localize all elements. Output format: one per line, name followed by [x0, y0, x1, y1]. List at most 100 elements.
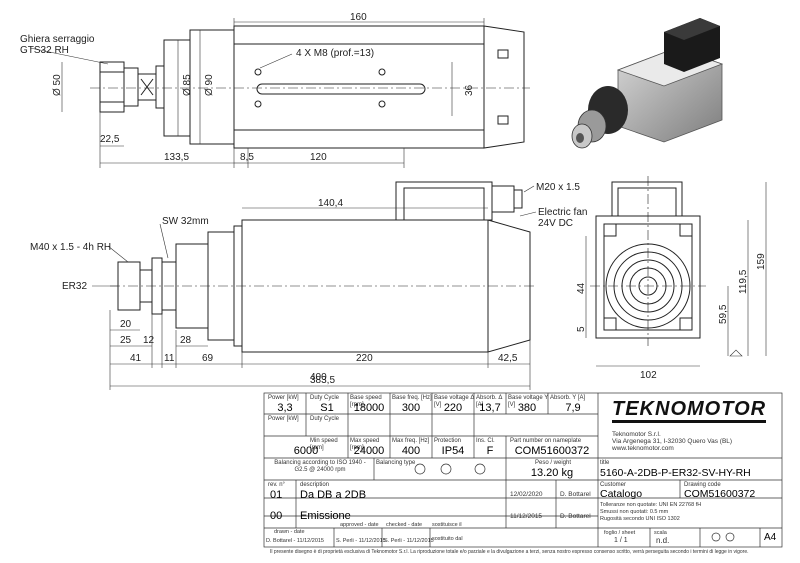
checked-value: S. Perli - 11/12/2015 [384, 538, 434, 544]
dim-159: 159 [756, 253, 767, 270]
dim-holes: 4 X M8 (prof.=13) [296, 48, 374, 59]
dim-44: 44 [576, 282, 587, 294]
dim-400: 400 [310, 372, 327, 383]
format-value: A4 [764, 532, 777, 543]
spec1-v2: 18000 [353, 402, 385, 414]
drawn-label: drawn - date [274, 529, 305, 535]
desc-header: description [300, 482, 330, 488]
spec2-h1: Duty Cycle [310, 416, 340, 422]
dim-12: 12 [143, 335, 155, 346]
company-address: Via Argenega 31, I-32030 Quero Vas (BL) [612, 438, 733, 445]
dim-102: 102 [640, 370, 657, 381]
dim-d90: Ø 90 [204, 74, 215, 96]
replaces-label: sostituisce il [432, 522, 462, 528]
company-web: www.teknomotor.com [612, 445, 674, 452]
balancing-label: Balancing according to ISO 1940 - G2.5 @… [274, 460, 366, 473]
tolerance-2: Smussi non quotati: 0.5 mm [600, 509, 669, 515]
rev-01-by: D. Bottarel [560, 491, 591, 498]
dim-25: 25 [120, 335, 132, 346]
footer-notice: Il presente disegno è di proprietà esclu… [270, 549, 749, 555]
spec1-h6: Base voltage Y [V] [508, 395, 549, 408]
spec2-v3: 24000 [353, 445, 385, 457]
spec2-h4: Max freq. [Hz] [392, 438, 430, 444]
spec1-v1: S1 [320, 402, 334, 414]
tolerance-3: Rugosità secondo UNI ISO 1302 [600, 516, 680, 522]
spec1-v5: 13,7 [479, 402, 501, 414]
spindle-3d-render [571, 18, 724, 149]
scale-value: n.d. [656, 536, 670, 545]
side-view [110, 181, 536, 353]
rev-00-by: D. Bottarel [560, 513, 591, 520]
weight-label: Peso / weight [534, 460, 572, 466]
company-logo: TEKNOMOTOR [612, 398, 767, 423]
title-block-grid [263, 392, 783, 548]
front-view [590, 176, 706, 346]
label-fan-line1: Electric fan [538, 207, 587, 218]
rev-00-date: 11/12/2015 [510, 513, 543, 520]
drawing-code-label: Drawing code [684, 482, 721, 488]
spec2-h7: Part number on nameplate [510, 438, 582, 444]
spec2-h0: Power [kW] [268, 416, 299, 422]
spec2-v6: F [486, 445, 494, 457]
dim-22-5: 22,5 [100, 134, 120, 145]
checked-label: checked - date [386, 522, 423, 528]
spec1-h3: Base freq. [Hz] [392, 395, 432, 401]
dim-160: 160 [350, 12, 367, 23]
approved-label: approved - date [340, 522, 379, 528]
spec1-h1: Duty Cycle [310, 395, 340, 401]
top-view [90, 25, 530, 149]
scale-label: scala [654, 530, 667, 536]
sheet-value: 1 / 1 [614, 537, 628, 544]
spec1-h5: Absorb. Δ [A] [476, 395, 503, 408]
drawing-code-value: COM51600372 [684, 488, 756, 500]
dim-8-5: 8,5 [240, 152, 254, 163]
customer-value: Catalogo [600, 488, 643, 500]
label-fan-line2: 24V DC [538, 218, 573, 229]
dim-5: 5 [576, 326, 587, 332]
dim-220: 220 [356, 353, 373, 364]
dim-120: 120 [310, 152, 327, 163]
dim-d50: Ø 50 [52, 74, 63, 96]
customer-label: Customer [600, 482, 627, 488]
dim-36: 36 [464, 84, 475, 96]
rev-00-desc: Emissione [300, 510, 351, 522]
rev-00: 00 [270, 510, 283, 522]
spec1-v0: 3,3 [277, 402, 293, 414]
rev-01-desc: Da DB a 2DB [300, 489, 367, 501]
spec2-h6: Ins. Cl. [476, 438, 495, 444]
replaced-label: sostituito dal [432, 536, 463, 542]
dim-133-5: 133,5 [164, 152, 189, 163]
dim-28: 28 [180, 335, 192, 346]
company-name: Teknomotor S.r.l. [612, 431, 661, 438]
label-m40: M40 x 1.5 - 4h RH [30, 242, 111, 253]
rev-header: rev. n° [268, 482, 285, 488]
spec2-h2: Min speed [rpm] [310, 438, 338, 451]
approved-value: S. Perli - 11/12/2015 [336, 538, 386, 544]
dim-119-5: 119,5 [738, 269, 749, 294]
spec1-h0: Power [kW] [268, 395, 299, 401]
label-er32: ER32 [62, 281, 87, 292]
spec2-h5: Protection [434, 438, 462, 444]
sheet-label: foglio / sheet [604, 530, 636, 536]
spec1-h7: Absorb. Y [A] [550, 395, 586, 401]
spec2-v7: COM51600372 [514, 445, 590, 457]
spec2-v5: IP54 [441, 445, 465, 457]
dim-d85: Ø 85 [182, 74, 193, 96]
dim-140-4: 140,4 [318, 198, 343, 209]
title-value: 5160-A-2DB-P-ER32-SV-HY-RH [600, 467, 751, 479]
dim-59-5: 59,5 [718, 304, 729, 324]
dim-11: 11 [164, 353, 175, 364]
label-m20: M20 x 1.5 [536, 182, 580, 193]
spec1-v7: 7,9 [565, 402, 581, 414]
drawn-value: D. Bottarel - 11/12/2015 [266, 538, 324, 544]
spec2-v2: 6000 [293, 445, 319, 457]
dim-383-5: 383,5 [310, 375, 335, 386]
spec1-v4: 220 [443, 402, 463, 414]
side-view-dimensions [92, 185, 537, 390]
rev-01-date: 12/02/2020 [510, 491, 543, 498]
spec1-h2: Base speed [rpm] [350, 395, 382, 408]
spec2-h3: Max speed [rpm] [350, 438, 380, 451]
spec1-h4: Base voltage Δ [V] [434, 395, 475, 408]
